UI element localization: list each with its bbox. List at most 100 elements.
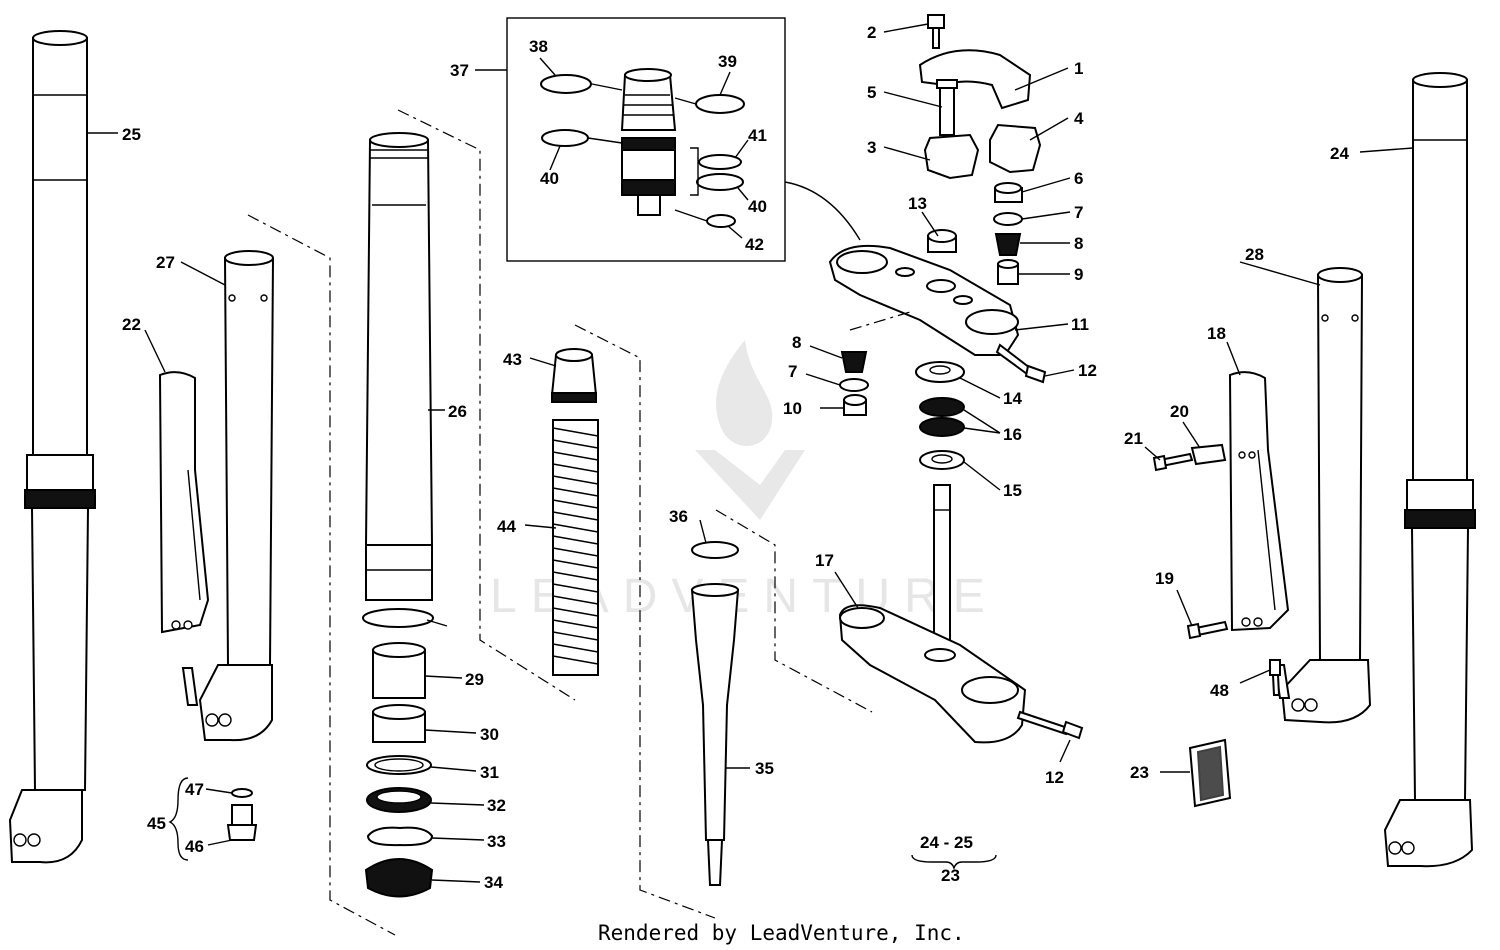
callout-39: 39	[718, 52, 737, 71]
part-14-bearing-cover[interactable]	[915, 361, 965, 383]
part-27-outer-tube-left[interactable]	[181, 250, 275, 742]
footer-credit: Rendered by LeadVenture, Inc.	[598, 921, 965, 945]
callout-40-left: 40	[540, 169, 559, 188]
part-23-decal[interactable]	[1188, 738, 1232, 808]
callout-13: 13	[908, 194, 927, 213]
part-16-bearing[interactable]	[919, 397, 965, 437]
part-29-bushing[interactable]	[372, 642, 426, 699]
callout-41: 41	[748, 126, 767, 145]
callout-8-left: 8	[792, 333, 801, 352]
callout-18: 18	[1207, 324, 1226, 343]
part-37-cartridge-detail-box[interactable]	[506, 17, 861, 262]
callout-44: 44	[497, 517, 516, 536]
part-33-retaining-ring[interactable]	[366, 826, 434, 847]
callout-17: 17	[815, 551, 834, 570]
part-43-spring-retainer[interactable]	[550, 348, 598, 403]
part-47-o-ring[interactable]	[231, 788, 253, 798]
part-36-o-ring[interactable]	[691, 541, 739, 559]
callout-23: 23	[1130, 763, 1149, 782]
part-19-bolt[interactable]	[1186, 620, 1229, 640]
callout-labels: 1 2 3 4 5 6 7 7 8 8 9 10 11 12 12 13 14 …	[122, 23, 1349, 892]
part-26-inner-tube[interactable]	[364, 132, 434, 601]
part-9-collar[interactable]	[997, 259, 1019, 285]
callout-14: 14	[1003, 389, 1022, 408]
callout-28: 28	[1245, 245, 1264, 264]
part-3-handlebar-clamp-lower[interactable]	[923, 133, 980, 180]
callout-46: 46	[185, 837, 204, 856]
callout-27: 27	[156, 253, 175, 272]
callout-42: 42	[745, 235, 764, 254]
callout-35: 35	[755, 759, 774, 778]
part-21-bolt[interactable]	[1152, 452, 1194, 472]
callout-26: 26	[448, 402, 467, 421]
callout-47: 47	[185, 780, 204, 799]
part-49-circlip[interactable]	[362, 608, 434, 628]
callout-16: 16	[1003, 425, 1022, 444]
part-30-bushing[interactable]	[372, 704, 426, 743]
note-part: 23	[941, 866, 960, 885]
part-44-fork-spring[interactable]	[552, 419, 599, 676]
callout-37: 37	[450, 61, 469, 80]
part-25-fork-leg-left[interactable]	[8, 30, 96, 864]
callout-22: 22	[122, 315, 141, 334]
callout-31: 31	[480, 763, 499, 782]
callout-40-right: 40	[748, 197, 767, 216]
callout-48: 48	[1210, 681, 1229, 700]
part-4-handlebar-clamp-lower[interactable]	[989, 123, 1042, 174]
callout-4: 4	[1074, 109, 1084, 128]
part-48-bolt[interactable]	[1269, 659, 1281, 696]
callout-34: 34	[484, 873, 503, 892]
callout-7-left: 7	[788, 362, 797, 381]
callout-12-lower: 12	[1045, 768, 1064, 787]
callout-11: 11	[1071, 315, 1089, 334]
callout-24: 24	[1330, 144, 1349, 163]
part-34-dust-seal[interactable]	[364, 858, 434, 898]
part-46-bleed-screw[interactable]	[226, 804, 258, 841]
part-22-fork-guard-left[interactable]	[158, 371, 210, 634]
callout-20: 20	[1170, 402, 1189, 421]
part-6-bushing[interactable]	[994, 182, 1023, 203]
part-11-upper-triple-clamp[interactable]	[828, 244, 1020, 356]
part-10-nut[interactable]	[843, 394, 867, 416]
callout-3: 3	[867, 138, 876, 157]
callout-7-right: 7	[1074, 203, 1083, 222]
leader-lines	[87, 23, 1414, 883]
note-brace	[911, 854, 997, 871]
callout-29: 29	[465, 670, 484, 689]
part-12-clamp-bolt-lower[interactable]	[1016, 710, 1084, 740]
part-35-damper-rod[interactable]	[690, 583, 740, 886]
part-8-rubber-damper-left[interactable]	[840, 351, 868, 373]
callout-36: 36	[669, 507, 688, 526]
callout-5: 5	[867, 83, 876, 102]
part-12-clamp-bolt-upper[interactable]	[995, 343, 1047, 384]
callout-10: 10	[783, 399, 802, 418]
part-31-washer[interactable]	[366, 755, 432, 775]
callout-15: 15	[1003, 481, 1022, 500]
callout-30: 30	[480, 725, 499, 744]
callout-45: 45	[147, 814, 166, 833]
callout-8-right: 8	[1074, 234, 1083, 253]
part-20-guard-clamp[interactable]	[1190, 443, 1227, 466]
part-32-oil-seal[interactable]	[366, 787, 432, 813]
part-17-lower-triple-clamp-stem[interactable]	[838, 484, 1027, 744]
callout-2: 2	[867, 23, 876, 42]
callout-1: 1	[1074, 59, 1083, 78]
callout-9: 9	[1074, 265, 1083, 284]
part-8-rubber-damper-right[interactable]	[994, 233, 1022, 256]
callout-33: 33	[487, 832, 506, 851]
part-7-washer-left[interactable]	[839, 378, 869, 392]
part-18-fork-guard-right[interactable]	[1228, 371, 1290, 632]
part-13-stem-nut[interactable]	[927, 229, 957, 253]
part-5-bolt[interactable]	[936, 79, 958, 136]
callout-12-upper: 12	[1078, 361, 1097, 380]
callout-43: 43	[503, 350, 522, 369]
part-28-outer-tube-right[interactable]	[1273, 267, 1372, 724]
callout-38: 38	[529, 37, 548, 56]
part-24-fork-leg-right[interactable]	[1383, 72, 1476, 868]
part-2-bolt[interactable]	[927, 14, 945, 49]
part-15-bearing-seal[interactable]	[919, 450, 965, 470]
callout-19: 19	[1155, 569, 1174, 588]
callout-25: 25	[122, 125, 141, 144]
part-7-washer-right[interactable]	[993, 212, 1023, 226]
